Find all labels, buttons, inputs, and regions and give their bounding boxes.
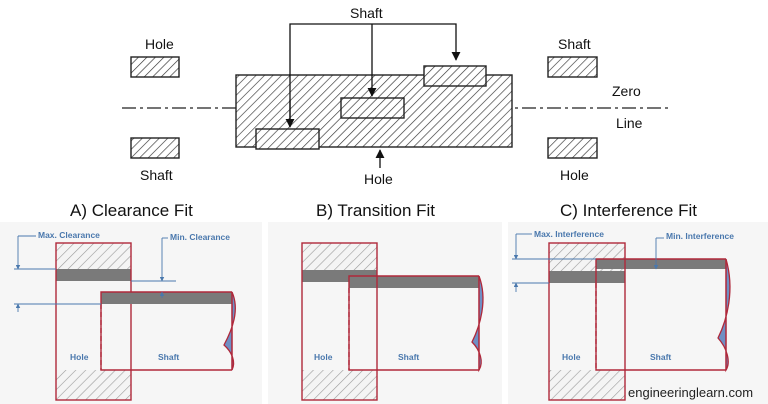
label-hole-b: Hole — [314, 352, 333, 362]
shaft-tolerance-band — [349, 276, 479, 288]
label-hole-c: Hole — [562, 352, 581, 362]
shaft-break — [717, 258, 731, 373]
hole-tolerance-band — [549, 271, 625, 283]
hole-wall-bottom — [56, 370, 131, 400]
hole-block-right — [547, 137, 598, 159]
title-interference-fit: C) Interference Fit — [560, 201, 697, 220]
shaft-pointer-arrows — [285, 23, 461, 128]
label-hole-right: Hole — [560, 167, 589, 183]
hole-wall-bottom — [302, 370, 377, 400]
label-shaft-a: Shaft — [158, 352, 179, 362]
title-clearance-fit: A) Clearance Fit — [70, 201, 193, 220]
label-shaft-c: Shaft — [650, 352, 671, 362]
top-tolerance-zone-diagram: Shaft Hole Shaft Shaft Hole Hole Zero Li… — [122, 5, 668, 187]
clearance-dimensions — [14, 235, 176, 312]
hole-outline — [548, 242, 626, 401]
hole-wall-bottom — [549, 370, 625, 400]
panel-clearance-fit: Max. Clearance Min. Clearance Hole Shaft — [0, 222, 262, 404]
watermark: engineeringlearn.com — [628, 385, 753, 400]
shaft-tolerance-band — [101, 292, 232, 304]
panel-background — [508, 222, 768, 404]
shaft-zone-transition — [340, 97, 405, 119]
label-shaft-b: Shaft — [398, 352, 419, 362]
label-min-interference: Min. Interference — [666, 231, 734, 241]
shaft-tolerance-band — [596, 259, 726, 269]
panel-transition-fit: Hole Shaft — [268, 222, 502, 404]
hole-wall-top — [56, 243, 131, 269]
label-line: Line — [616, 115, 643, 131]
hole-outline — [301, 242, 378, 401]
hole-wall-top — [302, 243, 377, 270]
panel-interference-fit: Max. Interference Min. Interference Hole… — [508, 222, 768, 404]
shaft-block-right — [547, 56, 598, 78]
label-shaft-left: Shaft — [140, 167, 173, 183]
interference-dimensions — [512, 233, 664, 292]
label-hole-a: Hole — [70, 352, 89, 362]
hole-tolerance-band — [56, 269, 131, 281]
title-transition-fit: B) Transition Fit — [316, 201, 435, 220]
label-min-clearance: Min. Clearance — [170, 232, 230, 242]
shaft-zone-interference — [423, 65, 487, 87]
label-zero: Zero — [612, 83, 641, 99]
shaft-break — [471, 275, 484, 373]
label-shaft-right: Shaft — [558, 36, 591, 52]
label-max-clearance: Max. Clearance — [38, 230, 100, 240]
hole-block-left — [130, 56, 180, 78]
hole-outline — [55, 242, 132, 401]
shaft-block-left — [130, 137, 180, 159]
label-max-interference: Max. Interference — [534, 229, 604, 239]
shaft-outline — [595, 258, 726, 371]
shaft-zone-clearance — [255, 128, 320, 150]
label-hole-bottom: Hole — [364, 171, 393, 187]
label-shaft-top: Shaft — [350, 5, 383, 21]
label-hole-left: Hole — [145, 36, 174, 52]
